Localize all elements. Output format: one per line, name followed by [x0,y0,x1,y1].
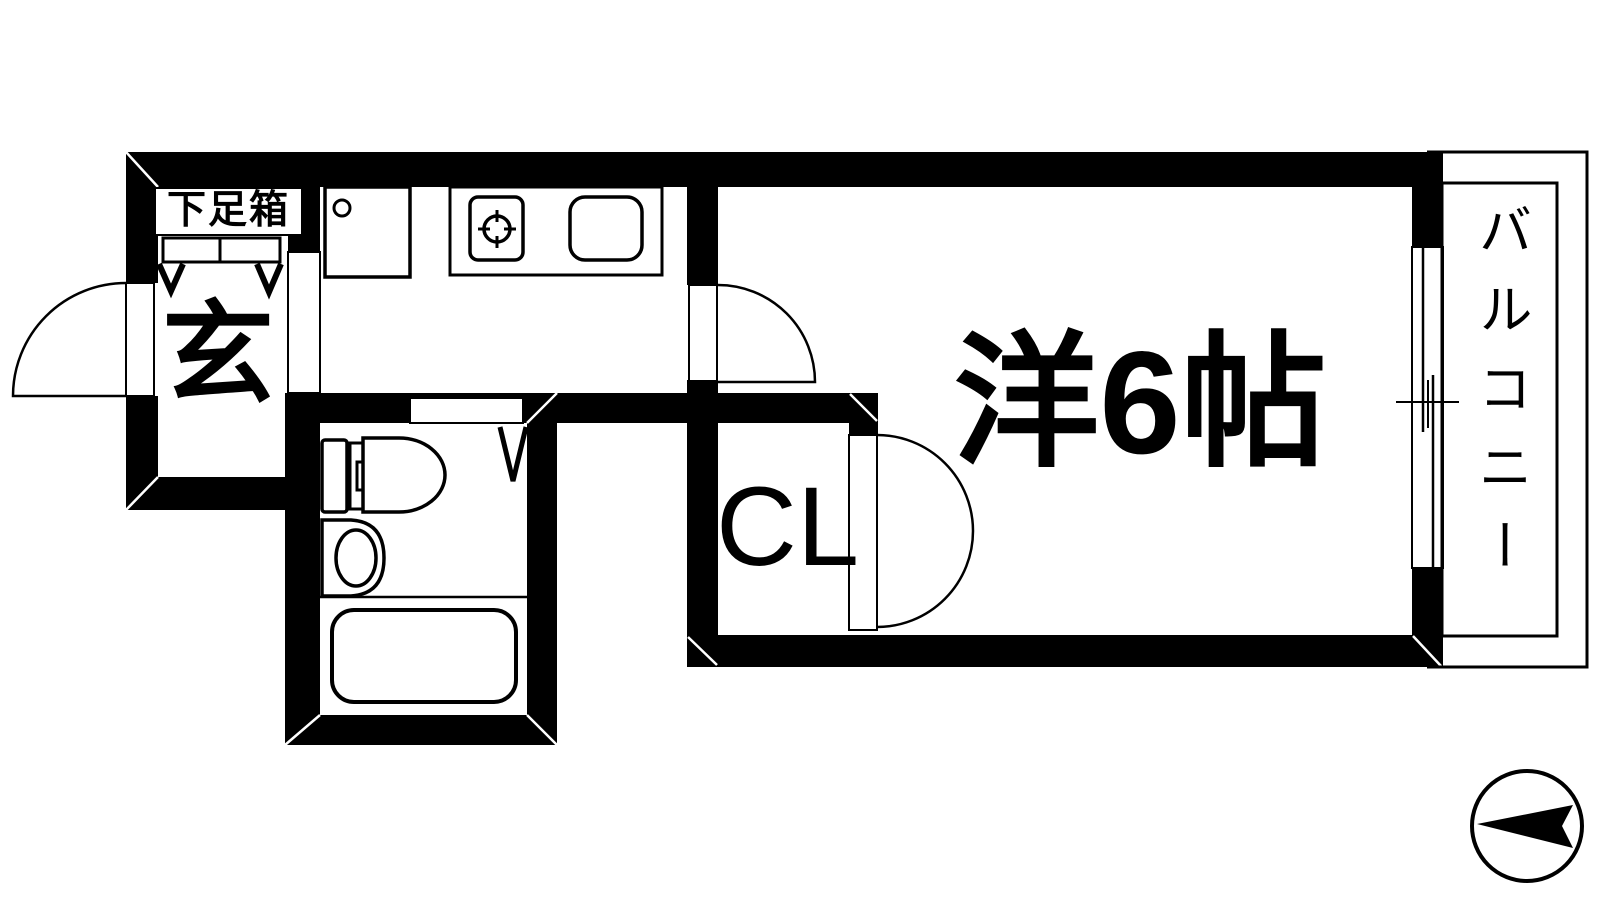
balcony [1427,150,1589,669]
entrance-label: 玄 [162,292,274,417]
toilet [320,436,447,514]
shoe-cabinet [156,236,284,300]
north-arrow-icon [1470,769,1584,883]
room-door-swing-arc [717,283,817,384]
washing-machine-pan [323,185,412,279]
room-door-leaf [688,284,718,382]
wash-basin [320,518,386,598]
bathroom-door-leaf [409,397,524,424]
kitchen-sink [568,195,644,262]
drain-icon [332,198,352,218]
closet-label: CL [716,464,860,589]
room-label: 洋6帖 [953,321,1327,484]
balcony-label: バルコニー [1470,202,1530,597]
closet-doors [848,433,975,631]
bathtub [330,608,518,704]
entrance-door-swing-arc [11,281,127,398]
entrance-door-leaf [125,282,155,397]
stove-burner-icon [468,195,525,262]
room-door [688,283,817,384]
kitchen-counter [448,185,664,277]
closet-door-swing-arcs [876,433,975,629]
closet-door-leaf [848,434,878,631]
wall-miter-joints [125,151,1442,746]
bathroom-door-swing-mark [497,426,529,482]
shoe-box-label: 下足箱 [154,187,303,236]
entrance-door [11,281,155,398]
balcony-window [1396,246,1459,569]
bathroom-door [409,397,529,482]
genkan-step-opening [287,251,321,394]
